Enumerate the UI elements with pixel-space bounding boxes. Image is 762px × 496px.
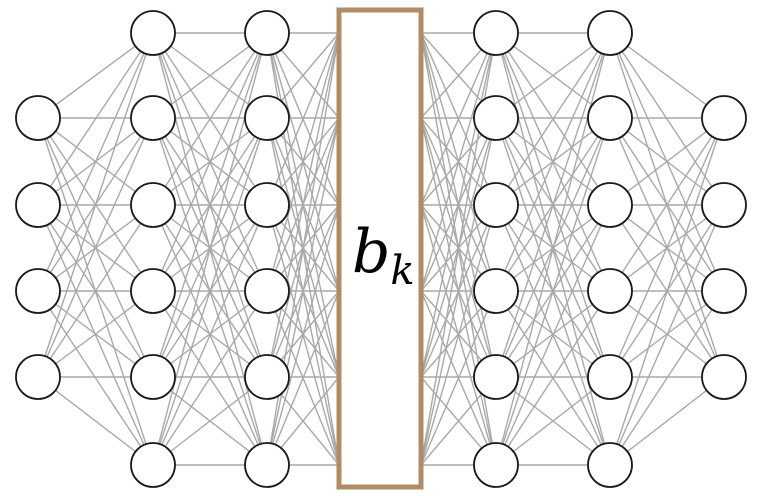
edge [152,290,268,466]
edge [495,32,611,119]
neuron-node-decoder1-6 [473,442,519,488]
neuron-node-decoder1-4 [473,268,519,314]
edge [266,117,340,466]
edge [266,290,340,466]
neuron-node-input-3 [15,268,61,314]
neuron-node-encoder1-4 [130,268,176,314]
neuron-node-encoder2-5 [244,354,290,400]
neuron-node-decoder2-1 [587,10,633,56]
neuron-node-encoder1-3 [130,182,176,228]
bottleneck-label-main: b [352,217,390,287]
edge [420,32,497,292]
edge [495,32,611,292]
edge [495,290,611,466]
neuron-node-input-4 [15,354,61,400]
edge [609,117,725,206]
edge [152,32,268,378]
edge [152,376,268,466]
edge [420,32,497,378]
neuron-node-encoder1-5 [130,354,176,400]
neuron-nodes [15,10,747,488]
neuron-node-decoder1-2 [473,95,519,141]
neuron-node-decoder2-3 [587,182,633,228]
edge [152,117,268,466]
neuron-node-encoder2-6 [244,442,290,488]
edge [495,204,611,466]
edge [37,32,154,206]
edge [609,117,725,378]
edge [152,32,268,206]
bottleneck-block: bk [336,7,424,490]
edge [420,204,497,466]
edge [266,204,340,466]
neuron-node-output-1 [701,95,747,141]
edge [609,32,725,119]
edge [420,290,497,466]
edge [152,32,268,292]
neuron-node-output-3 [701,268,747,314]
edge [266,32,340,378]
edge [37,32,154,119]
edge [266,32,340,206]
neuron-node-input-2 [15,182,61,228]
edge [37,204,154,378]
neuron-node-output-2 [701,182,747,228]
edge [37,290,154,378]
edge [495,376,611,466]
edge [495,32,611,466]
neuron-node-encoder2-2 [244,95,290,141]
bottleneck-label: bk [352,217,415,294]
edge [37,117,154,378]
edge [37,32,154,378]
edge [495,32,611,378]
neuron-node-output-4 [701,354,747,400]
neuron-node-decoder1-1 [473,10,519,56]
neuron-node-decoder2-5 [587,354,633,400]
neuron-node-input-1 [15,95,61,141]
neuron-node-decoder2-4 [587,268,633,314]
edge [420,117,497,466]
edge [609,204,725,466]
neuron-node-encoder1-2 [130,95,176,141]
neuron-node-encoder1-1 [130,10,176,56]
edge [609,117,725,292]
neuron-node-decoder1-5 [473,354,519,400]
neuron-node-decoder2-6 [587,442,633,488]
edge [420,32,497,206]
edge [37,32,154,292]
bottleneck-box [336,7,424,490]
neuron-node-encoder1-6 [130,442,176,488]
edge [495,32,611,206]
edge [152,32,268,119]
neuron-node-decoder1-3 [473,182,519,228]
neuron-node-encoder2-1 [244,10,290,56]
edge [37,204,154,466]
edge [266,32,340,292]
edge [609,117,725,466]
edge [37,376,154,466]
edge [152,32,268,466]
neuron-node-encoder2-3 [244,182,290,228]
edge [152,204,268,466]
edge [609,376,725,466]
neuron-node-encoder2-4 [244,268,290,314]
bottleneck-label-subscript: k [390,248,414,294]
edge [609,290,725,466]
edge [495,117,611,466]
neuron-node-decoder2-2 [587,95,633,141]
